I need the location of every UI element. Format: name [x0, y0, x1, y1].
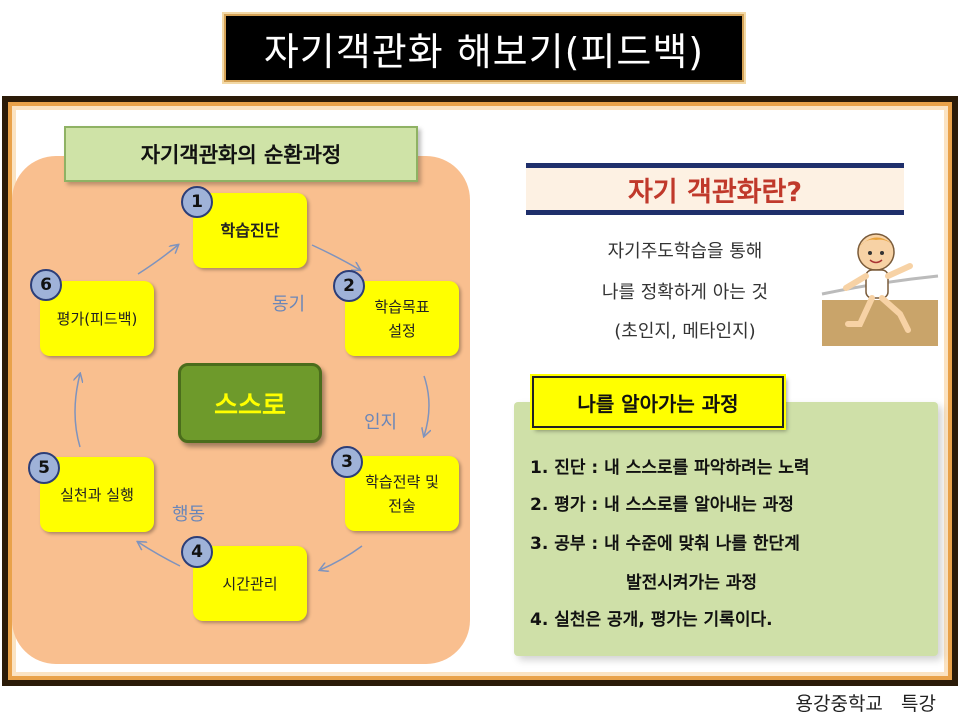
runner-illustration [820, 226, 940, 346]
process-item-4: 4. 실천은 공개, 평가는 기록이다. [530, 605, 773, 630]
step-5-number: 5 [28, 452, 60, 484]
runner-arm-right [888, 266, 910, 276]
runner-body [866, 270, 888, 298]
process-title-box: 나를 알아가는 과정 [532, 376, 784, 428]
side-word-behavior: 행동 [172, 500, 205, 526]
definition-line-3: (초인지, 메타인지) [540, 317, 830, 343]
definition-line-1: 자기주도학습을 통해 [540, 237, 830, 263]
step-2-number: 2 [333, 270, 365, 302]
process-item-3: 3. 공부 : 내 수준에 맞춰 나를 한단계 [530, 529, 800, 554]
center-label: 스스로 [214, 385, 286, 422]
page-title: 자기객관화 해보기(피드백) [264, 21, 704, 76]
cycle-header: 자기객관화의 순환과정 [64, 126, 418, 182]
cycle-header-label: 자기객관화의 순환과정 [141, 139, 342, 169]
step-5-label: 실천과 실행 [60, 483, 134, 507]
step-6-label: 평가(피드백) [57, 307, 138, 331]
side-word-cognition: 인지 [364, 408, 397, 434]
process-item-2: 2. 평가 : 내 스스로를 알아내는 과정 [530, 490, 794, 515]
step-2-label: 학습목표 설정 [374, 295, 429, 343]
footer-text: 용강중학교 특강 [796, 689, 936, 716]
step-1-label: 학습진단 [221, 218, 280, 244]
step-3-label: 학습전략 및 전술 [365, 470, 439, 518]
step-3-number: 3 [331, 446, 363, 478]
step-6-number: 6 [30, 269, 62, 301]
runner-eye-left [868, 251, 872, 255]
step-1-number: 1 [181, 186, 213, 218]
step-4-label: 시간관리 [222, 572, 277, 596]
runner-eye-right [880, 251, 884, 255]
definition-line-2: 나를 정확하게 아는 것 [540, 278, 830, 304]
side-word-motivation: 동기 [272, 290, 305, 316]
step-4-number: 4 [181, 536, 213, 568]
title-banner: 자기객관화 해보기(피드백) [224, 14, 744, 82]
process-item-1: 1. 진단 : 내 스스로를 파악하려는 노력 [530, 453, 810, 478]
definition-title: 자기 객관화란? [628, 170, 802, 209]
process-title: 나를 알아가는 과정 [577, 388, 738, 417]
runner-ground [822, 300, 938, 346]
definition-title-box: 자기 객관화란? [526, 163, 904, 215]
process-item-3-continued: 발전시켜가는 과정 [626, 568, 757, 593]
center-box: 스스로 [178, 363, 322, 443]
